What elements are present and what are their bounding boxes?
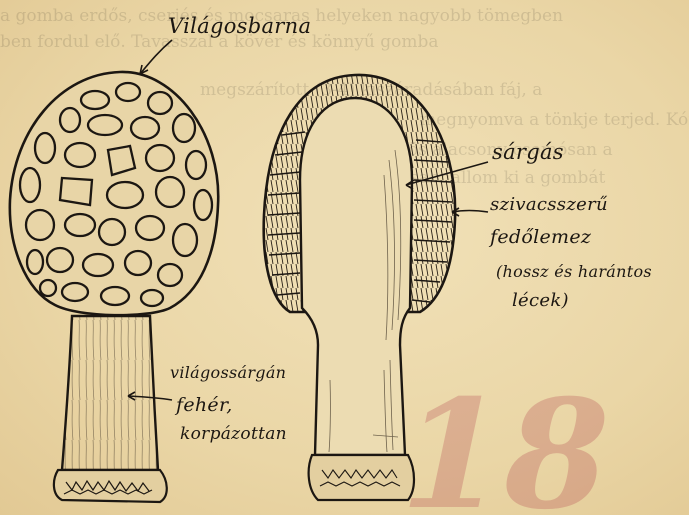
label-cavity-color: sárgás bbox=[492, 140, 564, 164]
stalk bbox=[62, 316, 158, 470]
label-stalk-color-2: fehér, bbox=[176, 394, 233, 416]
label-ribs-1: szivacsszerű bbox=[490, 194, 608, 215]
label-stalk-color-1: világossárgán bbox=[170, 363, 286, 382]
label-stalk-color-3: korpázottan bbox=[180, 424, 287, 444]
label-cap-color: Világosbarna bbox=[168, 14, 311, 38]
cap-outline bbox=[10, 72, 218, 315]
label-ribs-3: (hossz és harántos bbox=[496, 262, 652, 281]
label-ribs-2: fedőlemez bbox=[490, 226, 591, 248]
stalk-base bbox=[54, 470, 167, 502]
label-ribs-4: lécek) bbox=[512, 290, 569, 311]
cross-section-mushroom bbox=[264, 75, 455, 500]
